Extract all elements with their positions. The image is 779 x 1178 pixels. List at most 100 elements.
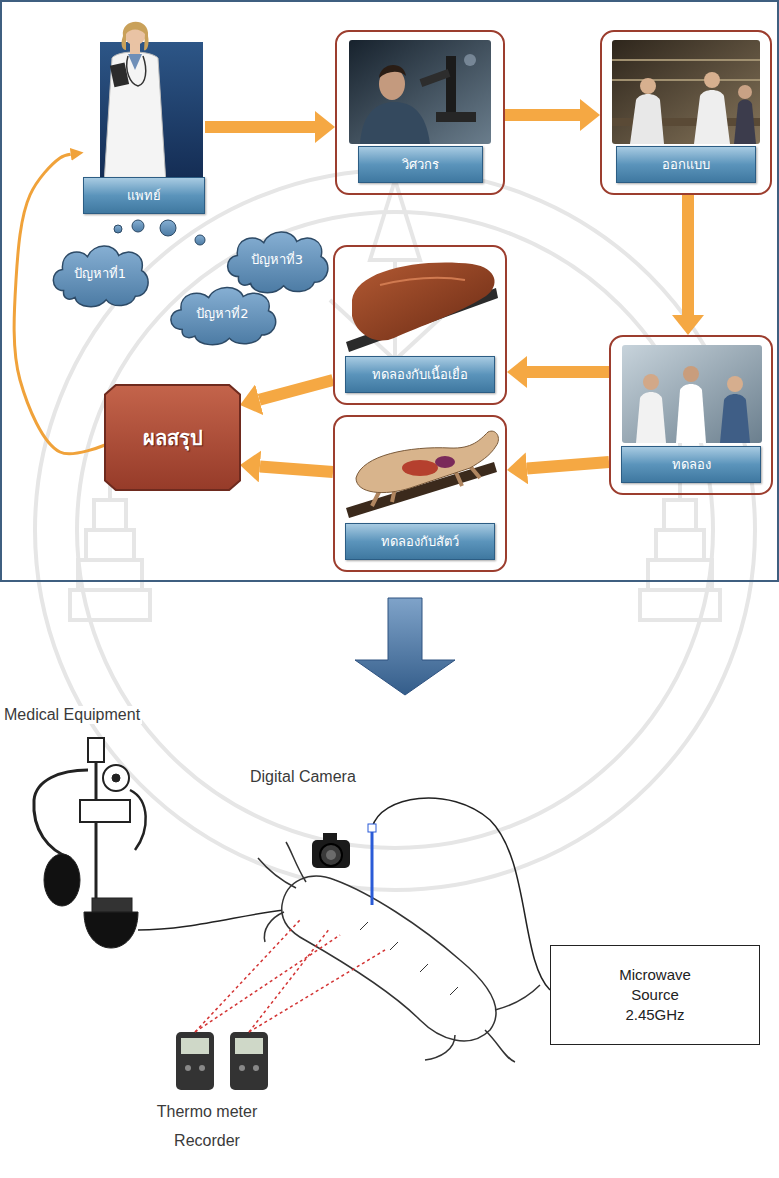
result-outline	[105, 385, 240, 490]
watermark-seal	[77, 212, 713, 848]
medical-equipment-drawing	[84, 912, 138, 948]
doctor-picture	[104, 52, 166, 184]
camera-icon	[312, 840, 350, 868]
node-label: ผลสรุป	[143, 422, 203, 454]
design-photo	[694, 90, 730, 144]
engineer-photo	[360, 102, 430, 144]
camera-icon	[312, 833, 350, 868]
animal-drawing	[495, 985, 540, 1010]
microwave-probe	[372, 798, 550, 990]
animal-drawing	[258, 858, 296, 888]
cloud-outline	[53, 246, 148, 307]
part-label: Medical Equipment	[2, 706, 142, 724]
thought-bubbles	[160, 220, 176, 236]
engineer-photo	[436, 112, 476, 122]
doctor-picture	[127, 56, 146, 86]
watermark-seal	[35, 170, 755, 890]
thermometer-recorders	[176, 1032, 214, 1090]
part-label: Digital Camera	[248, 768, 358, 786]
liver-picture	[352, 263, 495, 341]
thermometer-recorders	[253, 1065, 259, 1071]
design-photo	[612, 40, 760, 144]
animal-drawing	[258, 842, 540, 1062]
thought-bubbles	[195, 235, 205, 245]
flow-arrow	[527, 366, 609, 378]
animal-drawing	[282, 876, 496, 1041]
animal-drawing	[264, 912, 284, 942]
design-photo	[612, 60, 760, 80]
camera-icon	[320, 844, 342, 866]
medical-equipment-drawing	[138, 910, 284, 930]
microwave-probe	[368, 824, 376, 832]
node-label: แพทย์	[83, 177, 205, 214]
experiment-photo	[676, 384, 706, 443]
medical-equipment-drawing	[44, 854, 80, 906]
animal-model-picture	[346, 431, 498, 518]
thermometer-recorders	[176, 1032, 268, 1090]
design-photo	[640, 78, 656, 94]
node-label: ปัญหาที่1	[74, 263, 126, 284]
microwave-probe	[368, 798, 550, 990]
doctor-picture	[122, 22, 149, 51]
thought-bubbles	[114, 225, 122, 233]
node-label: ทดลองกับเนื้อเยื่อ	[345, 356, 495, 393]
animal-drawing	[286, 842, 306, 882]
experiment-photo	[720, 394, 750, 443]
down-arrow	[355, 598, 455, 695]
doctor-card: แพทย์	[83, 8, 205, 214]
cloud-outline	[171, 288, 276, 345]
experiment-photo	[636, 392, 666, 443]
design-photo	[630, 94, 664, 144]
design-photo	[738, 85, 752, 99]
engineer-photo	[464, 54, 476, 66]
node-label: Microwave Source 2.45GHz	[609, 965, 701, 1026]
problem-cloud: ปัญหาที่1	[48, 238, 152, 308]
doctor-picture	[100, 42, 203, 184]
thermometer-recorders	[239, 1065, 245, 1071]
step-card: ทดลอง	[609, 335, 773, 495]
sensor-leads	[195, 920, 300, 1032]
liver-picture	[380, 278, 465, 285]
animal-model-picture	[435, 456, 455, 468]
step-card: ทดลองกับสัตว์	[333, 415, 507, 572]
experiment-photo	[683, 366, 699, 382]
sensor-leads	[195, 935, 340, 1032]
watermark-seal	[370, 180, 420, 260]
camera-icon	[323, 833, 337, 841]
experiment-photo	[622, 345, 762, 443]
sensor-leads	[249, 950, 385, 1032]
microwave-probe	[371, 832, 374, 905]
medical-equipment-drawing	[92, 898, 132, 912]
node-label: ทดลองกับสัตว์	[345, 523, 495, 560]
engineer-photo	[379, 65, 406, 78]
engineer-photo	[420, 69, 451, 87]
animal-drawing	[485, 1030, 515, 1062]
thermometer-recorders	[181, 1038, 209, 1054]
flow-arrow	[505, 109, 580, 121]
sensor-leads	[249, 928, 330, 1032]
watermark-seal	[35, 170, 755, 890]
flow-arrow	[205, 121, 315, 133]
engineer-photo	[349, 40, 491, 144]
step-card: วิศวกร	[335, 30, 505, 195]
medical-equipment-drawing	[88, 738, 104, 762]
medical-equipment-drawing	[103, 765, 129, 791]
node-label: ปัญหาที่2	[196, 303, 248, 324]
medical-equipment-drawing	[112, 774, 120, 782]
step-card: ออกแบบ	[600, 30, 772, 195]
engineer-photo	[349, 40, 491, 144]
experiment-photo	[727, 376, 743, 392]
experiment-photo	[622, 345, 762, 443]
animal-model-picture	[356, 431, 498, 492]
node-label: ออกแบบ	[616, 146, 756, 183]
flow-arrow	[527, 462, 609, 468]
doctor-picture	[100, 22, 203, 184]
medical-equipment-drawing	[34, 738, 284, 948]
design-photo	[704, 72, 720, 88]
node-label: ปัญหาที่3	[251, 249, 303, 270]
animal-model-picture	[402, 460, 438, 476]
result-box: ผลสรุป	[105, 385, 240, 490]
thermometer-recorders	[235, 1038, 263, 1054]
thought-bubbles	[114, 220, 205, 245]
liver-picture	[346, 263, 498, 353]
